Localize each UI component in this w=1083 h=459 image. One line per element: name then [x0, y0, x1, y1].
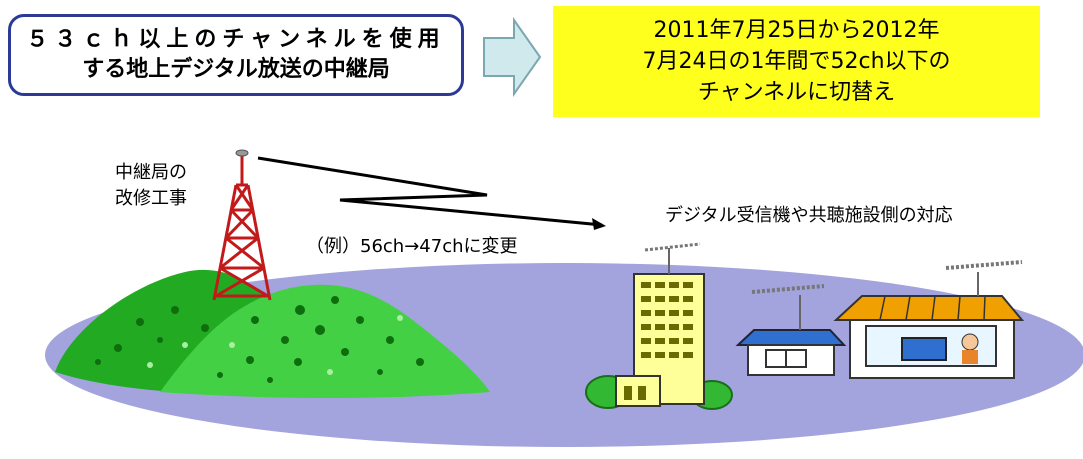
- channel-change-example: （例）56ch→47chに変更: [306, 236, 518, 257]
- signal-arrowhead-icon: [592, 218, 606, 230]
- antenna-dish-icon: [235, 149, 249, 157]
- small-house-icon: [735, 284, 847, 376]
- source-box-line1: ５３ｃｈ以上のチャンネルを使用: [26, 27, 446, 52]
- relay-station-label: 中継局の 改修工事: [115, 160, 187, 212]
- signal-bolt-icon: [257, 156, 603, 227]
- result-box-line3: チャンネルに切替え: [697, 80, 896, 105]
- relay-tower-icon: [212, 155, 272, 301]
- relay-label-line1: 中継局の: [115, 162, 187, 183]
- receiver-side-label: デジタル受信機や共聴施設側の対応: [665, 205, 953, 226]
- right-arrow-icon: [483, 16, 542, 98]
- hills-icon: [55, 269, 490, 398]
- relay-label-line2: 改修工事: [115, 188, 187, 209]
- large-house-icon: [833, 260, 1025, 379]
- result-box-line2: 7月24日の1年間で52ch以下の: [642, 49, 951, 74]
- result-box: 2011年7月25日から2012年 7月24日の1年間で52ch以下の チャンネ…: [553, 6, 1040, 117]
- source-box-line2: する地上デジタル放送の中継局: [82, 57, 390, 82]
- result-box-line1: 2011年7月25日から2012年: [653, 18, 940, 43]
- apartment-building-icon: [585, 242, 733, 410]
- source-box: ５３ｃｈ以上のチャンネルを使用 する地上デジタル放送の中継局: [8, 14, 464, 96]
